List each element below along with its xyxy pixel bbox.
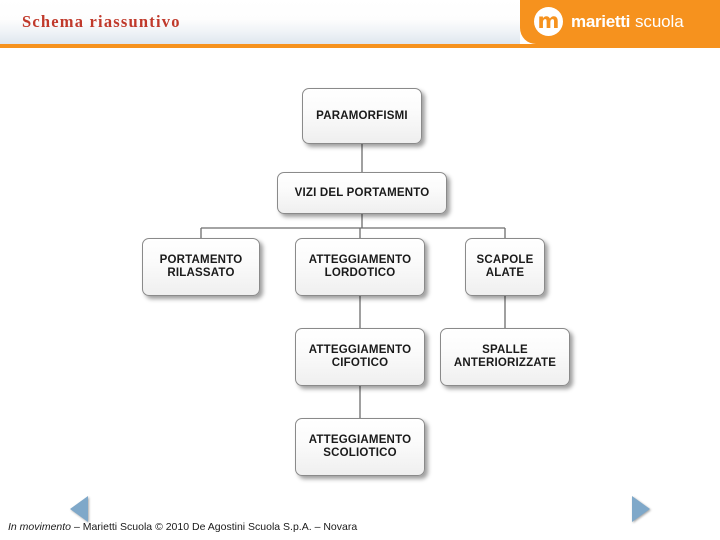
node-portamento-rilassato[interactable]: PORTAMENTO RILASSATO xyxy=(142,238,260,296)
node-atteggiamento-cifotico[interactable]: ATTEGGIAMENTO CIFOTICO xyxy=(295,328,425,386)
m-circle-icon xyxy=(534,7,563,36)
header-divider xyxy=(0,44,720,48)
copyright-text: In movimento – Marietti Scuola © 2010 De… xyxy=(8,521,357,533)
brand-logo: marietti scuola xyxy=(520,0,720,44)
node-vizi-del-portamento[interactable]: VIZI DEL PORTAMENTO xyxy=(277,172,447,214)
node-scapole-alate[interactable]: SCAPOLE ALATE xyxy=(465,238,545,296)
header-divider-accent xyxy=(520,44,720,48)
publication-title: In movimento xyxy=(8,521,72,533)
page-footer: In movimento – Marietti Scuola © 2010 De… xyxy=(0,488,720,540)
node-label: ATTEGGIAMENTO SCOLIOTICO xyxy=(308,434,412,459)
node-label: ATTEGGIAMENTO LORDOTICO xyxy=(308,254,412,279)
flowchart-connectors xyxy=(200,144,506,418)
node-label: SPALLE ANTERIORIZZATE xyxy=(453,344,557,369)
brand-name-primary: marietti xyxy=(571,11,631,31)
page-header: Schema riassuntivo marietti scuola xyxy=(0,0,720,52)
prev-slide-button[interactable] xyxy=(70,496,88,522)
brand-name-secondary: scuola xyxy=(635,11,684,31)
next-slide-button[interactable] xyxy=(632,496,650,522)
node-paramorfismi[interactable]: PARAMORFISMI xyxy=(302,88,422,144)
node-spalle-anteriorizzate[interactable]: SPALLE ANTERIORIZZATE xyxy=(440,328,570,386)
node-label: VIZI DEL PORTAMENTO xyxy=(294,186,430,199)
node-label: ATTEGGIAMENTO CIFOTICO xyxy=(308,344,412,369)
node-label: SCAPOLE ALATE xyxy=(476,254,534,279)
node-label: PARAMORFISMI xyxy=(316,109,408,122)
flowchart-diagram: PARAMORFISMI VIZI DEL PORTAMENTO PORTAME… xyxy=(0,52,720,487)
node-label: PORTAMENTO RILASSATO xyxy=(159,254,243,279)
node-atteggiamento-lordotico[interactable]: ATTEGGIAMENTO LORDOTICO xyxy=(295,238,425,296)
page-title: Schema riassuntivo xyxy=(22,12,181,31)
node-atteggiamento-scoliotico[interactable]: ATTEGGIAMENTO SCOLIOTICO xyxy=(295,418,425,476)
header-background xyxy=(0,0,520,44)
copyright-rest: – Marietti Scuola © 2010 De Agostini Scu… xyxy=(71,521,358,533)
